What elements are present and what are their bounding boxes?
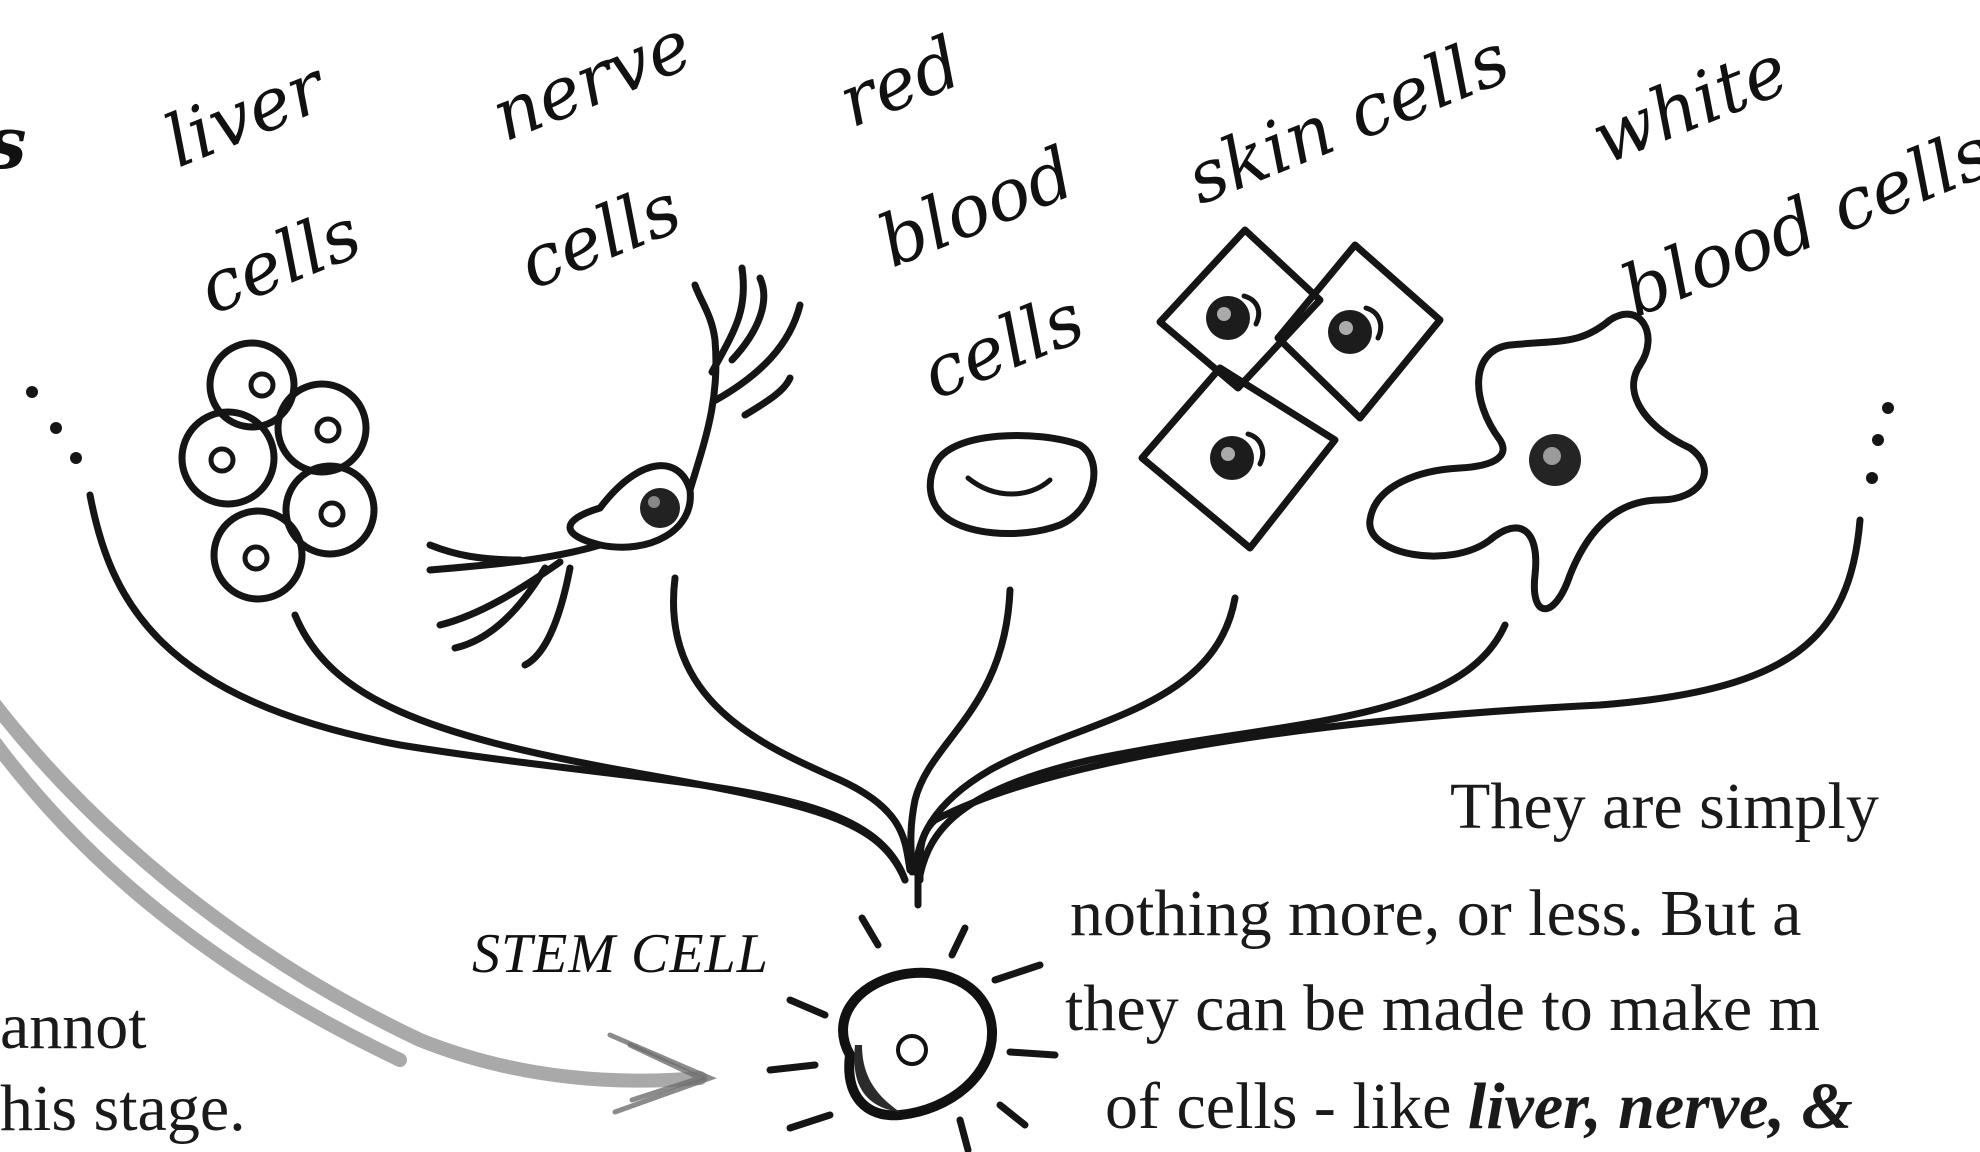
left-text-line1: annot (0, 990, 147, 1063)
liver-label-line2: cells (187, 191, 372, 331)
left-text-line2: his stage. (0, 1072, 246, 1145)
stem-cell-drawing (770, 918, 1055, 1150)
right-text-line3: they can be made to make m (1065, 972, 1820, 1045)
liver-label-line1: liver (153, 43, 340, 184)
branch-lines (90, 495, 1860, 905)
right-text-line4: of cells - like liver, nerve, & (1105, 1070, 1853, 1143)
stem-cell-label: STEM CELL (472, 923, 769, 985)
nerve-cell-drawing (430, 268, 800, 665)
skin-cells-label: skin cells (1175, 16, 1521, 221)
fragment-s-label: s (0, 100, 27, 185)
right-text-line2: nothing more, or less. But a (1070, 877, 1801, 950)
white-blood-label-line1: white (1580, 27, 1799, 181)
red-blood-label-line1: red (827, 20, 973, 144)
skin-cells-drawing (1142, 230, 1440, 548)
right-text-line4-emphasis: liver, nerve, & (1468, 1070, 1853, 1143)
nerve-label-line1: nerve (480, 2, 703, 157)
red-blood-label-line2: blood (867, 130, 1086, 284)
left-ellipsis-dots (26, 386, 82, 464)
nerve-label-line2: cells (507, 166, 692, 306)
liver-cells-drawing (182, 343, 374, 599)
red-blood-label-line3: cells (910, 276, 1095, 416)
right-ellipsis-dots (1866, 402, 1894, 484)
red-blood-cell-drawing (930, 435, 1094, 533)
right-text-line1: They are simply (1450, 770, 1879, 843)
right-text-line4-plain: of cells - like (1105, 1070, 1468, 1143)
white-blood-cell-drawing (1370, 314, 1705, 609)
